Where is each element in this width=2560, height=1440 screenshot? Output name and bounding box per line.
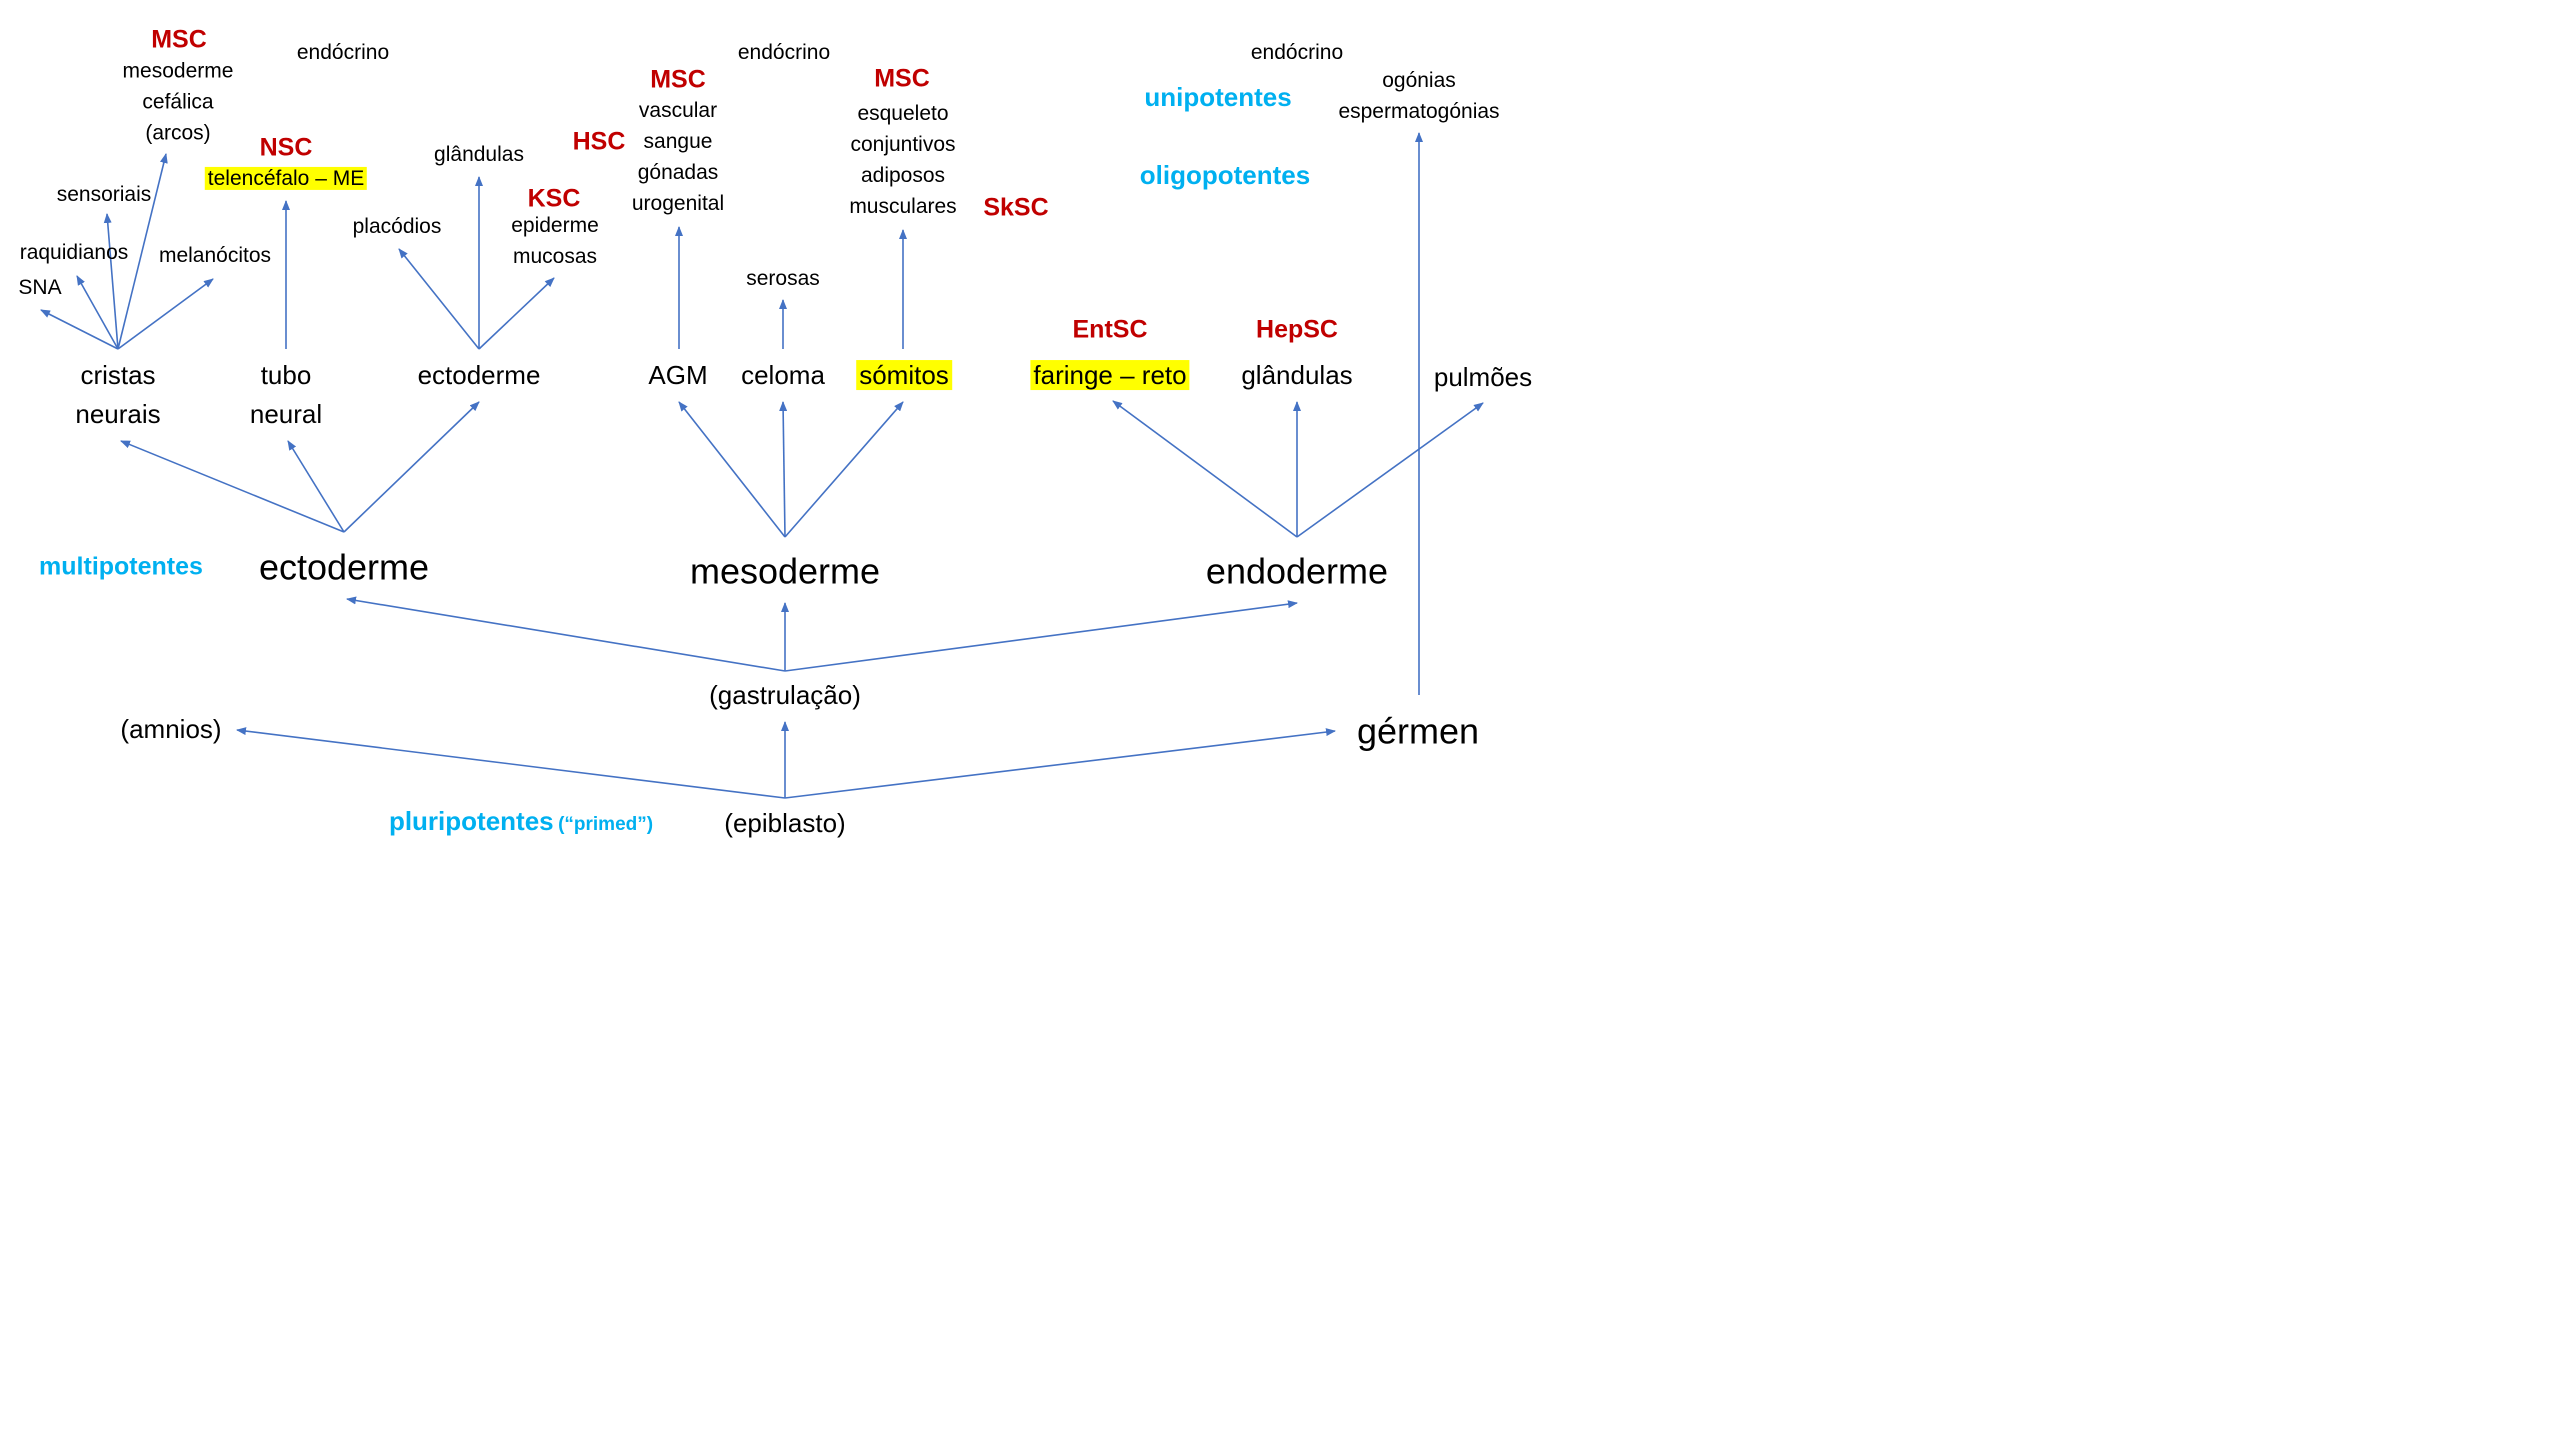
amnios-label: (amnios) xyxy=(120,714,222,745)
gut-node-wrap: faringe – reto xyxy=(1030,360,1190,391)
placodes-label: placódios xyxy=(352,214,442,238)
lungs-node: pulmões xyxy=(1433,362,1533,393)
pluripotent-label-group: pluripotentes (“primed”) xyxy=(388,806,654,837)
mesoderm-layer: mesoderme xyxy=(689,550,881,592)
epiblast-to-germen-arrow xyxy=(784,728,1336,799)
neural-tube-node: tubo neural xyxy=(249,360,323,429)
somites-node-wrap: sómitos xyxy=(856,360,952,391)
epiblast-label: (epiblasto) xyxy=(724,808,846,839)
msc-label-agm: MSC xyxy=(650,65,706,94)
surface-ectoderm-node: ectoderme xyxy=(417,360,541,391)
coelom-node: celoma xyxy=(741,360,825,391)
multipotent-label: multipotentes xyxy=(39,552,203,581)
endocrine-label-endoderm: endócrino xyxy=(1250,40,1344,64)
neural-crest-to-melanocytes-arrow xyxy=(117,278,214,350)
ectoderm-to-neural-tube-arrow xyxy=(287,440,345,533)
cephalic-mesoderm-label: mesoderme cefálica (arcos) xyxy=(122,59,234,145)
neural-crest-to-sensory-arrow xyxy=(103,213,119,350)
lineage-arrows xyxy=(40,132,1484,799)
hepsc-label: HepSC xyxy=(1256,315,1338,344)
hsc-label: HSC xyxy=(572,127,626,156)
sensory-label: sensoriais xyxy=(56,182,152,206)
ectoderm-to-surface-arrow xyxy=(343,401,480,533)
mesoderm-to-agm-arrow xyxy=(678,401,786,538)
endoderm-to-lungs-arrow xyxy=(1296,402,1484,538)
somites-node: sómitos xyxy=(856,360,952,391)
entsc-label: EntSC xyxy=(1072,315,1148,344)
endocrine-label-mesoderm: endócrino xyxy=(737,40,831,64)
nsc-label: NSC xyxy=(259,133,313,162)
gastrulation-to-ectoderm-arrow xyxy=(346,596,786,672)
ectoderm-to-neural-crest-arrow xyxy=(120,440,345,533)
gastrulation-label: (gastrulação) xyxy=(709,680,861,711)
endoderm-to-gut-arrow xyxy=(1112,400,1298,538)
telencephalon-label: telencéfalo – ME xyxy=(204,166,368,190)
sksc-label: SkSC xyxy=(983,193,1049,222)
agm-node: AGM xyxy=(648,360,708,391)
telencephalon-label-wrap: telencéfalo – ME xyxy=(204,166,368,191)
neural-crest-to-cephalic-arrow xyxy=(117,153,168,350)
gastrulation-to-endoderm-arrow xyxy=(784,600,1298,672)
neural-crest-node: cristas neurais xyxy=(75,360,161,429)
neural-crest-to-spinal-arrow xyxy=(76,275,119,350)
neural-crest-to-sna-arrow xyxy=(40,309,119,350)
unipotent-label: unipotentes xyxy=(1144,82,1292,113)
germ-targets-label: ogónias espermatogónias xyxy=(1338,68,1500,123)
endo-glands-node: glândulas xyxy=(1241,360,1353,391)
agm-derivatives-label: vascular sangue gónadas urogenital xyxy=(631,98,725,216)
oligopotent-label: oligopotentes xyxy=(1139,160,1311,191)
ectoderm-layer: ectoderme xyxy=(258,546,430,588)
endocrine-label-ectoderm: endócrino xyxy=(296,40,390,64)
somite-derivatives-label: esqueleto conjuntivos adiposos musculare… xyxy=(849,101,957,219)
msc-label-somites: MSC xyxy=(874,64,930,93)
mesoderm-to-somites-arrow xyxy=(784,401,904,538)
mesoderm-to-coelom-arrow xyxy=(779,401,788,538)
ecto-glands-label: glândulas xyxy=(434,142,524,166)
surface-to-placodes-arrow xyxy=(398,248,480,350)
melanocytes-label: melanócitos xyxy=(158,243,272,267)
spinal-label: raquidianos xyxy=(19,240,129,264)
gut-node: faringe – reto xyxy=(1030,360,1190,391)
epidermis-label: epiderme mucosas xyxy=(511,213,599,268)
epiblast-to-amnios-arrow xyxy=(236,727,786,799)
primed-label: (“primed”) xyxy=(558,814,654,836)
germen-label: gérmen xyxy=(1356,710,1480,752)
msc-label-cephalic: MSC xyxy=(151,25,207,54)
endoderm-layer: endoderme xyxy=(1205,550,1389,592)
ksc-label: KSC xyxy=(527,184,581,213)
surface-to-epidermis-arrow xyxy=(478,277,555,350)
serosas-label: serosas xyxy=(746,266,820,290)
sna-label: SNA xyxy=(18,275,62,299)
pluripotent-label: pluripotentes xyxy=(388,806,554,837)
